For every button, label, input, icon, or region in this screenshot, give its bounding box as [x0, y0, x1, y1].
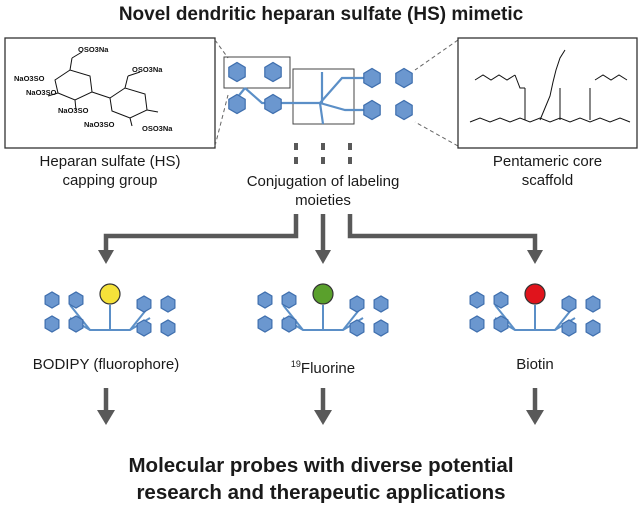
- bottom-caption-line2: research and therapeutic applications: [136, 481, 506, 504]
- hs-label: NaO3SO: [84, 120, 115, 129]
- hs-label: NaO3SO: [26, 88, 57, 97]
- probe-label-bodipy-text: BODIPY (fluorophore): [32, 356, 180, 373]
- label-marker: [524, 283, 546, 305]
- hs-caption: Heparan sulfate (HS) capping group: [5, 152, 215, 190]
- branch-line: [319, 76, 370, 104]
- hexagon-unit: [363, 99, 381, 121]
- branch-line: [244, 87, 325, 125]
- branch-arrows: [103, 214, 538, 252]
- hexagon-unit: [44, 291, 60, 309]
- hexagon-unit: [136, 295, 152, 313]
- top-dendrimer: [228, 61, 413, 125]
- core-structure-drawing: [469, 49, 631, 123]
- bottom-arrows: [103, 388, 538, 412]
- hs-label: OSO3Na: [78, 45, 109, 54]
- probe-label-bodipy: BODIPY (fluorophore): [6, 355, 206, 374]
- hexagon-unit: [585, 295, 601, 313]
- hexagon-unit: [160, 319, 176, 337]
- hexagon-unit: [469, 291, 485, 309]
- hexagon-unit: [561, 295, 577, 313]
- hexagon-unit: [395, 99, 413, 121]
- core-structure-box: [457, 37, 638, 149]
- hexagon-unit: [264, 93, 282, 115]
- hexagon-unit: [585, 319, 601, 337]
- hs-label: NaO3SO: [58, 106, 89, 115]
- hexagon-unit: [257, 315, 273, 333]
- probe-label-fluorine: 19Fluorine: [243, 355, 403, 378]
- conjugation-caption-line2: moieties: [295, 192, 351, 209]
- hexagon-unit: [136, 319, 152, 337]
- probe-label-fluorine-sup: 19: [290, 359, 301, 369]
- hexagon-unit: [395, 67, 413, 89]
- branch-line: [494, 304, 516, 331]
- hs-label: NaO3SO: [14, 74, 45, 83]
- hs-hexagon: [228, 61, 246, 83]
- hexagon-unit: [363, 67, 381, 89]
- hexagon-unit: [561, 319, 577, 337]
- hs-selection-box: [223, 56, 291, 89]
- conjugation-caption-line1: Conjugation of labeling: [246, 173, 400, 190]
- hexagon-unit: [160, 295, 176, 313]
- hs-structure-drawing: [47, 51, 159, 127]
- hs-caption-line1: Heparan sulfate (HS): [39, 153, 181, 170]
- probe-label-biotin: Biotin: [455, 355, 615, 374]
- conjugation-dashes: [294, 143, 352, 164]
- core-caption-line2: scaffold: [521, 172, 574, 189]
- hexagon-unit: [493, 291, 509, 309]
- hexagon-unit: [469, 315, 485, 333]
- hexagon-unit: [281, 315, 297, 333]
- probe-label-fluorine-text: Fluorine: [300, 360, 356, 377]
- hs-structure-box: [4, 37, 216, 149]
- conjugation-caption: Conjugation of labeling moieties: [215, 172, 431, 210]
- probe-label-biotin-text: Biotin: [516, 356, 554, 373]
- hexagon-unit: [373, 295, 389, 313]
- probe-dendrimer: [469, 283, 601, 337]
- hexagon-unit: [68, 315, 84, 333]
- label-marker: [99, 283, 121, 305]
- probe-dendrimer: [44, 283, 176, 337]
- hs-caption-line2: capping group: [62, 172, 158, 189]
- probe-dendrimers: [44, 283, 601, 337]
- hexagon-unit: [44, 315, 60, 333]
- branch-line: [282, 304, 304, 331]
- branch-line: [69, 304, 91, 331]
- bottom-caption: Molecular probes with diverse potential …: [0, 452, 642, 506]
- branch-arrowheads: [98, 250, 543, 264]
- hs-label: OSO3Na: [132, 65, 163, 74]
- core-caption: Pentameric core scaffold: [458, 152, 637, 190]
- hexagon-unit: [257, 291, 273, 309]
- hexagon-unit: [349, 319, 365, 337]
- hs-label: OSO3Na: [142, 124, 173, 133]
- hexagon-unit: [281, 291, 297, 309]
- page-title: Novel dendritic heparan sulfate (HS) mim…: [118, 4, 524, 25]
- hs-hexagon: [264, 61, 282, 83]
- dashed-connectors: [214, 39, 459, 147]
- bottom-arrowheads: [97, 410, 544, 425]
- hexagon-unit: [68, 291, 84, 309]
- core-selection-box: [292, 68, 355, 125]
- core-caption-line1: Pentameric core: [492, 153, 603, 170]
- branch-line: [319, 101, 372, 112]
- label-marker: [312, 283, 334, 305]
- hexagon-unit: [349, 295, 365, 313]
- probe-dendrimer: [257, 283, 389, 337]
- hexagon-unit: [228, 93, 246, 115]
- bottom-caption-line1: Molecular probes with diverse potential: [128, 454, 514, 477]
- hexagon-unit: [493, 315, 509, 333]
- hexagon-unit: [373, 319, 389, 337]
